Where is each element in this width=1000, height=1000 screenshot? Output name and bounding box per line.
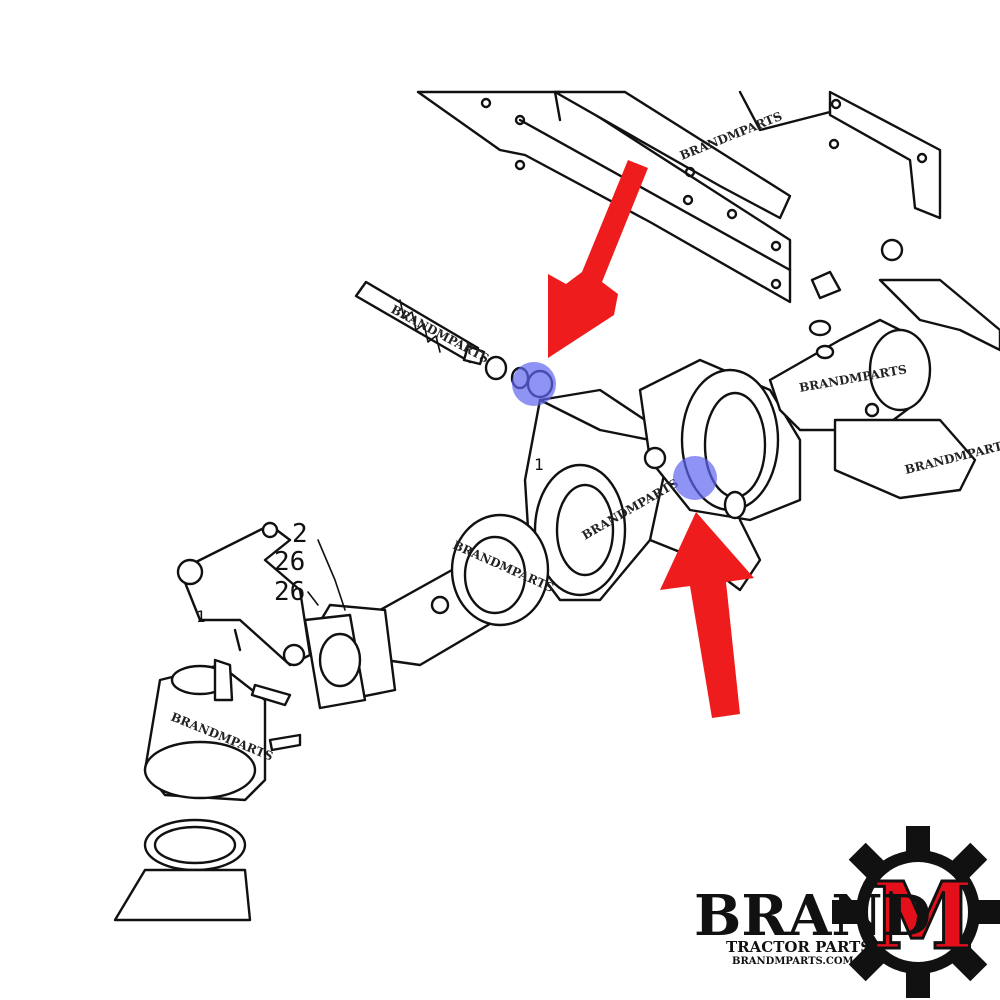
highlight-markers xyxy=(512,362,717,500)
callout-26-a: 26 xyxy=(274,547,305,577)
right-axle-assembly xyxy=(768,238,1000,500)
highlight-marker-upper xyxy=(512,362,556,406)
callout-1-a: 1 xyxy=(196,607,206,626)
axle-center-housing xyxy=(523,358,802,602)
pointer-arrows xyxy=(548,160,754,718)
watermark: BRANDMPARTS xyxy=(389,302,492,365)
frame-rail xyxy=(416,90,942,304)
logo-word: BRAND xyxy=(694,883,931,949)
left-axle-tube xyxy=(303,513,550,710)
callout-2: 2 xyxy=(292,519,308,549)
brand-logo: M BRAND TRACTOR PARTS BRANDMPARTS.COM xyxy=(694,826,1000,998)
spindle-knuckle xyxy=(113,658,302,922)
red-arrow-up xyxy=(660,512,754,718)
callout-labels: 2 26 26 1 1 xyxy=(196,455,544,626)
logo-letter-m: M xyxy=(872,862,974,970)
callout-1-b: 1 xyxy=(534,455,544,474)
highlight-marker-lower xyxy=(673,456,717,500)
red-arrow-down xyxy=(548,160,648,358)
logo-tagline: TRACTOR PARTS xyxy=(726,938,871,956)
logo-url: BRANDMPARTS.COM xyxy=(732,956,854,967)
gear-icon xyxy=(832,826,1000,998)
callout-26-b: 26 xyxy=(274,577,305,607)
steering-arm xyxy=(176,521,312,667)
